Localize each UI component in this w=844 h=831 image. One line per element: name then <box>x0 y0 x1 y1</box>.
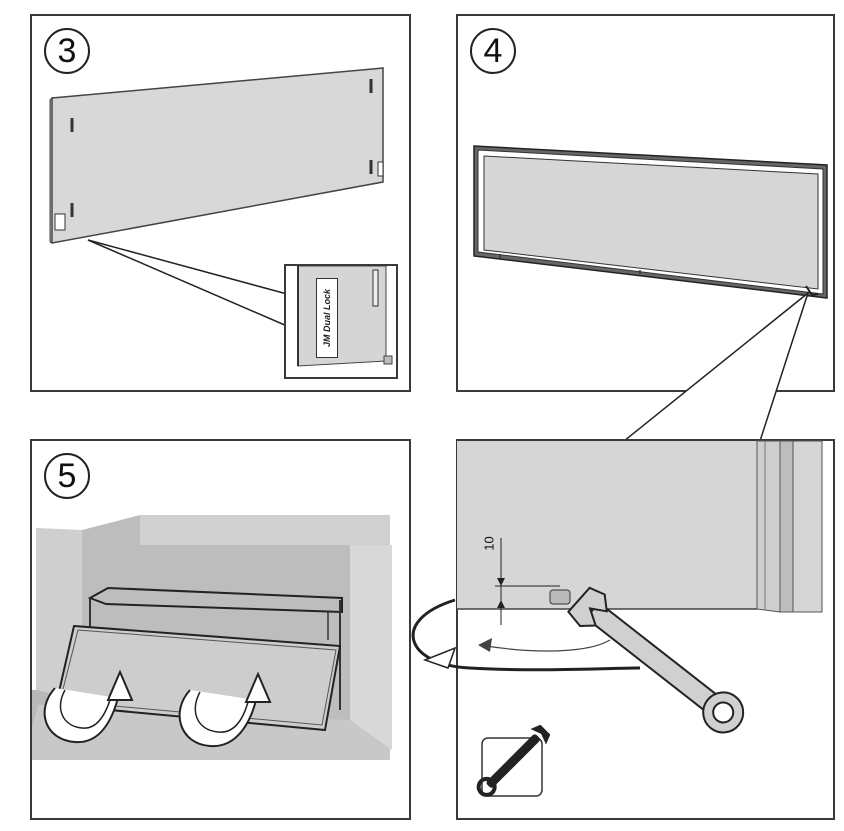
step-3-number: 3 <box>57 31 77 70</box>
label-inset: JM Dual Lock <box>284 264 398 379</box>
heater-front <box>483 155 819 290</box>
rotate-arrow-right <box>178 689 257 748</box>
rotate-arrow-left <box>43 687 119 744</box>
heater-closeup-body <box>457 441 757 609</box>
label-sticker <box>54 213 66 231</box>
heater-panel-edge <box>49 96 53 244</box>
step-4-number: 4 <box>483 31 503 70</box>
label-tag: JM Dual Lock <box>316 278 338 358</box>
step-3-badge: 3 <box>44 28 90 74</box>
step-5-badge: 5 <box>44 453 90 499</box>
bath-frame <box>87 586 343 614</box>
right-wall <box>350 545 392 750</box>
step-5-number: 5 <box>57 456 77 495</box>
rotation-arc <box>411 598 641 672</box>
step-4-badge: 4 <box>470 28 516 74</box>
open-end-wrench <box>567 586 745 734</box>
bath-front-panel <box>54 624 342 732</box>
wrench-icon <box>460 720 560 810</box>
